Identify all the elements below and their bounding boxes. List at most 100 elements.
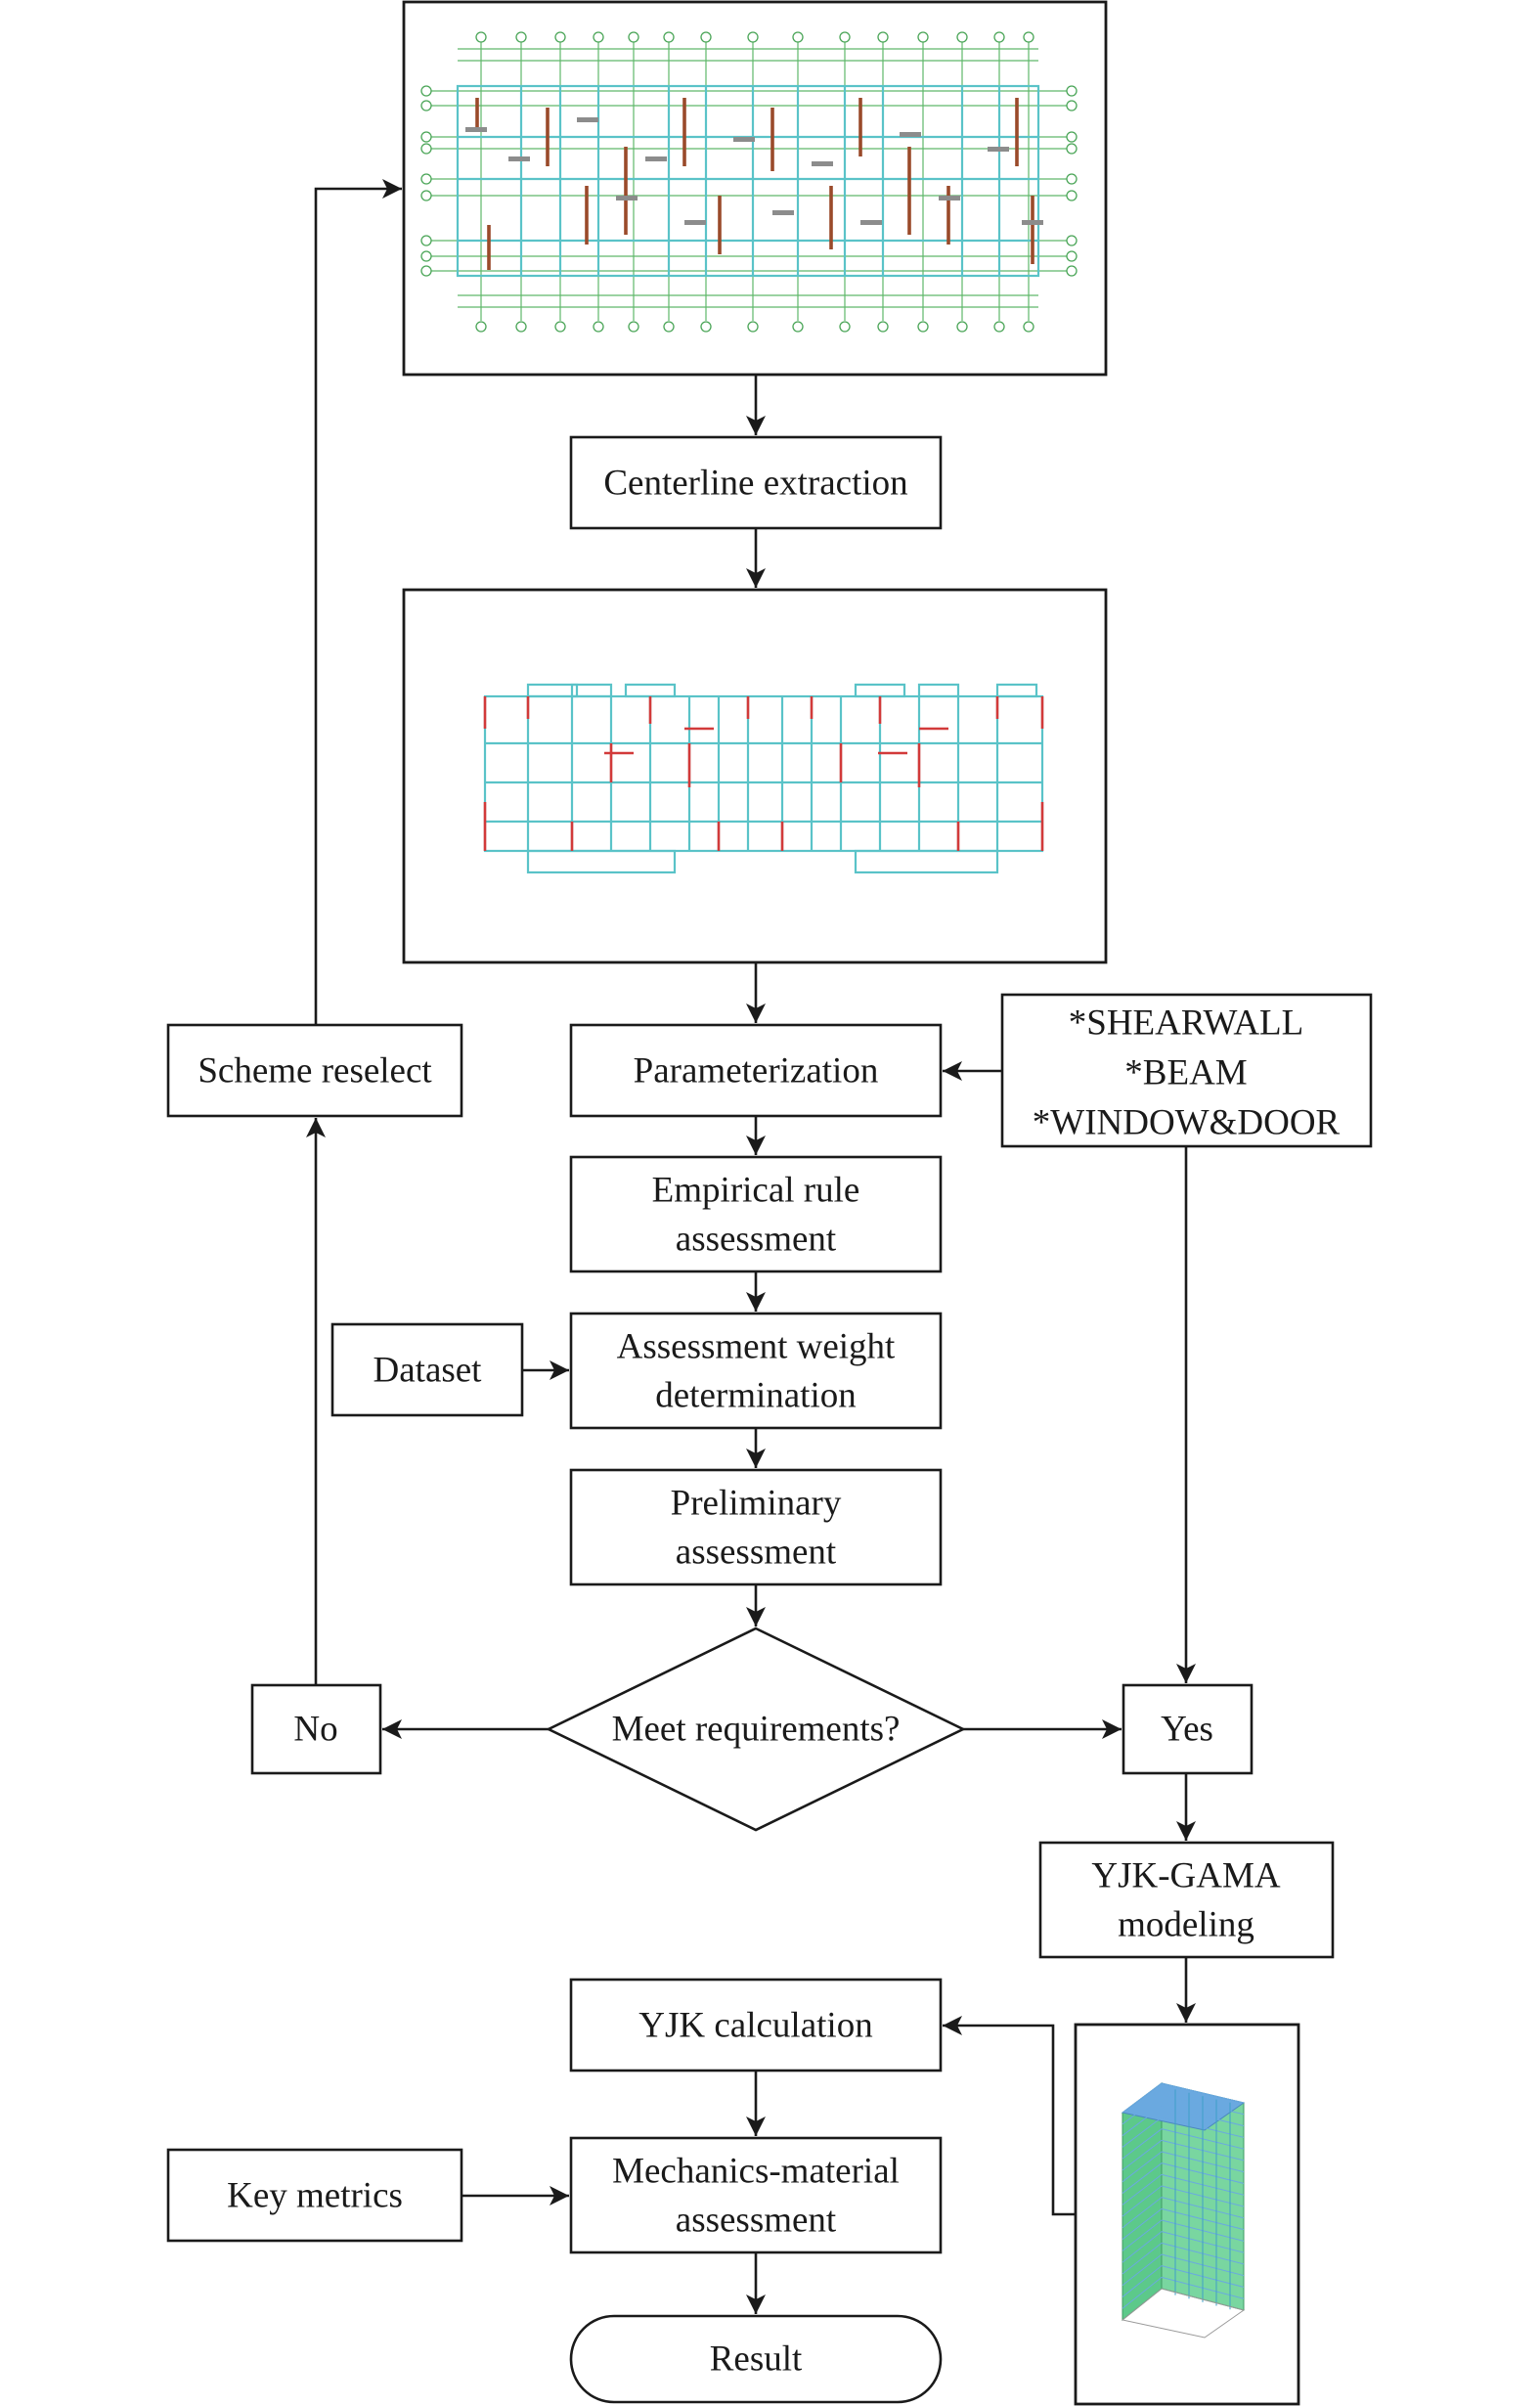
parameterization-label: Parameterization	[634, 1051, 879, 1092]
parameterization-box: Parameterization	[569, 1023, 943, 1118]
grid-bubble	[700, 321, 712, 333]
annotation-mark	[900, 132, 921, 137]
shearwall-label: *SHEARWALL	[1069, 1003, 1304, 1044]
centerline-projection	[854, 849, 999, 874]
grid-bubble	[956, 321, 968, 333]
grid-bubble	[420, 85, 432, 97]
model-floor-line	[1122, 2197, 1163, 2229]
key-metrics-box: Key metrics	[166, 2148, 463, 2243]
grid-bubble	[1066, 143, 1078, 155]
grid-bubble	[700, 31, 712, 43]
grid-bubble	[839, 31, 851, 43]
model-floor-line	[1122, 2219, 1163, 2251]
centerline-extraction-box: Centerline extraction	[569, 435, 943, 530]
grid-bubble	[1066, 235, 1078, 246]
grid-bubble	[747, 321, 759, 333]
model-floor-line	[1122, 2162, 1163, 2194]
yjk-calculation-label: YJK calculation	[638, 2006, 872, 2046]
model-floor-line	[1122, 2094, 1163, 2125]
mechanics-material-line1: Mechanics-material	[612, 2152, 900, 2192]
result-terminal: Result	[569, 2314, 943, 2404]
model-floor-line	[1122, 2116, 1163, 2148]
grid-bubble	[420, 235, 432, 246]
scheme-reselect-label: Scheme reselect	[198, 1051, 432, 1092]
grid-bubble	[877, 31, 889, 43]
building-model-image	[1121, 2082, 1246, 2339]
grid-bubble	[1066, 173, 1078, 185]
grid-bubble	[917, 31, 929, 43]
yes-label: Yes	[1161, 1710, 1213, 1750]
grid-bubble	[1066, 190, 1078, 201]
annotation-mark	[645, 156, 667, 161]
model-floor-line	[1122, 2185, 1163, 2217]
yjk-gama-line1: YJK-GAMA	[1091, 1856, 1281, 1896]
grid-bubble	[420, 190, 432, 201]
model-floor-line	[1122, 2105, 1163, 2136]
grid-bubble	[420, 173, 432, 185]
mechanics-material-line2: assessment	[676, 2201, 837, 2241]
grid-bubble	[420, 265, 432, 277]
annotation-mark	[1022, 220, 1043, 225]
grid-bubble	[792, 31, 804, 43]
centerline-plan-image	[483, 683, 1044, 874]
annotation-mark	[684, 220, 706, 225]
yes-box: Yes	[1122, 1683, 1254, 1775]
grid-bubble	[420, 100, 432, 111]
grid-bubble	[554, 321, 566, 333]
grid-bubble	[628, 31, 639, 43]
preliminary-line2: assessment	[676, 1533, 837, 1573]
yjk-gama-line2: modeling	[1118, 1905, 1254, 1945]
model-floor-line	[1122, 2265, 1163, 2297]
grid-bubble	[663, 31, 675, 43]
grid-bubble	[628, 321, 639, 333]
model-floor-line	[1122, 2151, 1163, 2183]
annotation-mark	[733, 137, 755, 142]
model-floor-line	[1122, 2242, 1163, 2275]
grid-bubble	[747, 31, 759, 43]
annotation-mark	[508, 156, 530, 161]
components-box: *SHEARWALL *BEAM *WINDOW&DOOR	[1000, 993, 1373, 1148]
grid-bubble	[475, 31, 487, 43]
key-metrics-label: Key metrics	[227, 2176, 403, 2216]
dataset-label: Dataset	[374, 1351, 483, 1391]
yjk-calculation-box: YJK calculation	[569, 1978, 943, 2072]
grid-bubble	[663, 321, 675, 333]
model-floor-line	[1122, 2231, 1163, 2263]
centerline-extraction-label: Centerline extraction	[603, 464, 907, 504]
grid-bubble	[554, 31, 566, 43]
centerline-projection	[570, 683, 613, 698]
decision-label: Meet requirements?	[612, 1710, 901, 1750]
connectors	[306, 179, 1196, 2314]
grid-bubble	[956, 31, 968, 43]
no-box: No	[250, 1683, 382, 1775]
grid-bubble	[993, 321, 1005, 333]
grid-bubble	[1023, 321, 1034, 333]
window-door-label: *WINDOW&DOOR	[1033, 1103, 1341, 1143]
centerline-projection	[526, 683, 579, 698]
grid-bubble	[593, 31, 604, 43]
result-label: Result	[710, 2339, 803, 2380]
assessment-weight-box: Assessment weight determination	[569, 1312, 943, 1430]
annotation-mark	[939, 196, 960, 200]
annotation-mark	[616, 196, 638, 200]
grid-bubble	[1066, 100, 1078, 111]
grid-bubble	[917, 321, 929, 333]
model-floor-line	[1122, 2082, 1163, 2114]
annotation-mark	[860, 220, 882, 225]
grid-bubble	[1066, 265, 1078, 277]
grid-bubble	[593, 321, 604, 333]
arrow-scheme-reselect-to-plan	[314, 179, 402, 1025]
model-floor-line	[1122, 2276, 1163, 2309]
grid-bubble	[1066, 85, 1078, 97]
grid-bubble	[475, 321, 487, 333]
empirical-rule-line2: assessment	[676, 1220, 837, 1260]
model-floor-line	[1122, 2173, 1163, 2206]
grid-bubble	[420, 250, 432, 262]
preliminary-box: Preliminary assessment	[569, 1468, 943, 1586]
empirical-rule-line1: Empirical rule	[652, 1171, 860, 1211]
beam-label: *BEAM	[1124, 1053, 1247, 1093]
floor-plan-frame	[402, 0, 1108, 377]
decision-diamond: Meet requirements?	[546, 1626, 966, 1832]
